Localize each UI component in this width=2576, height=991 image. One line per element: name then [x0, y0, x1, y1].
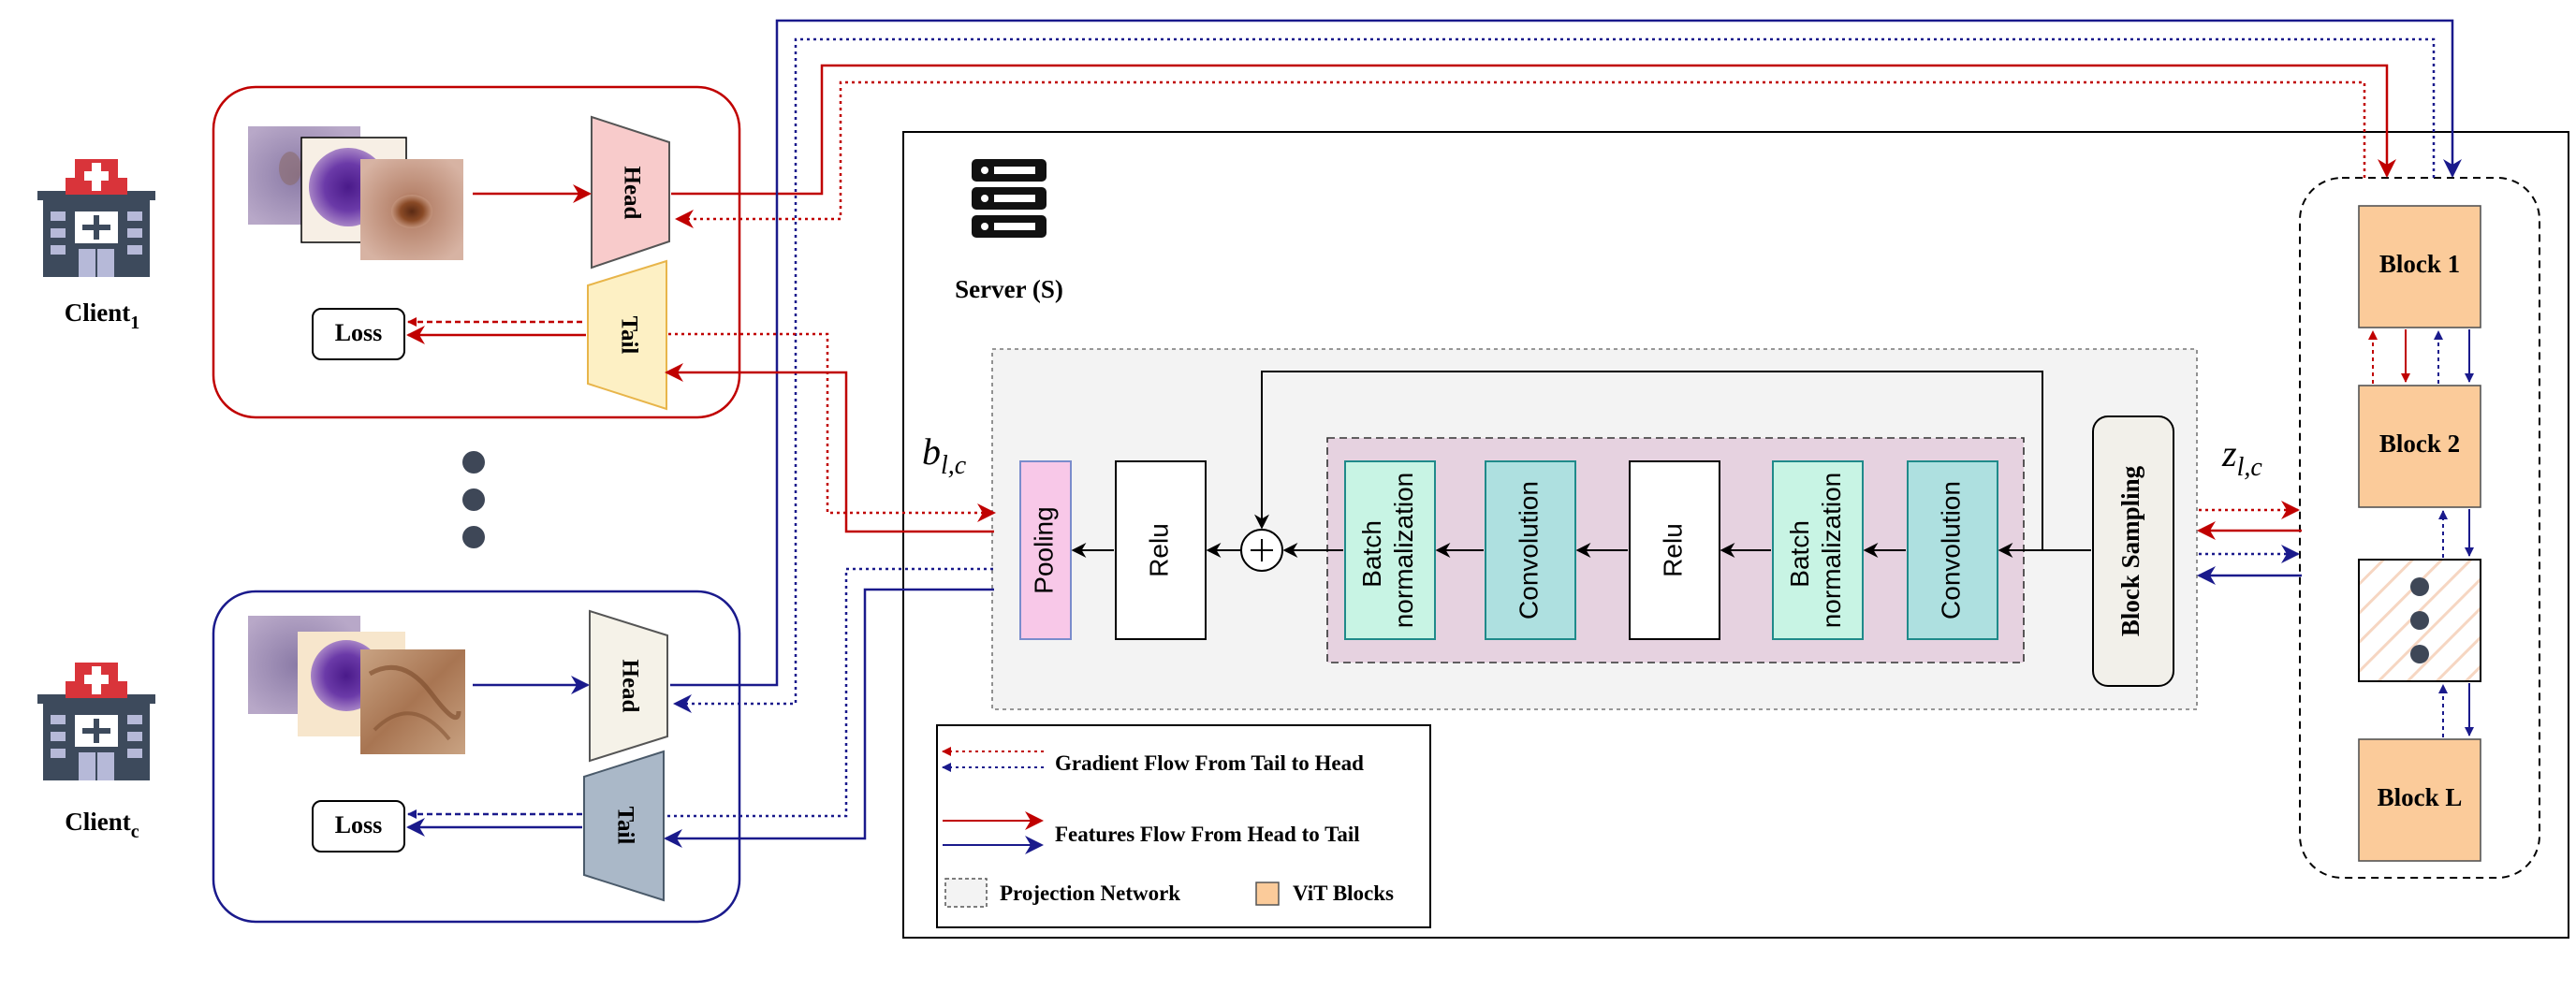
server-boundary — [902, 131, 2569, 939]
legend-projection-label: Projection Network — [1000, 882, 1180, 905]
batchnorm-1-line1: Batch — [1785, 520, 1814, 588]
pooling-layer: Pooling — [1019, 460, 1072, 640]
batchnorm-2-line1: Batch — [1357, 520, 1386, 588]
client-c-tail-label: Tail — [612, 807, 637, 845]
output-symbol: zl,c — [2221, 432, 2262, 482]
pooling-label: Pooling — [1029, 506, 1058, 593]
hospital-icon-client-1 — [37, 159, 155, 277]
relu-mid-label: Relu — [1658, 523, 1687, 577]
clients-ellipsis — [462, 451, 485, 548]
client-c-local-arrows — [406, 676, 590, 837]
conv-2-label: Convolution — [1514, 481, 1543, 619]
client-1-label: Client1 — [65, 299, 140, 333]
client-c-label: Clientc — [65, 808, 139, 842]
relu-out-label: Relu — [1144, 523, 1173, 577]
flow-connectors — [664, 19, 2462, 848]
hospital-icon-client-c — [37, 663, 155, 780]
legend-vit-label: ViT Blocks — [1293, 882, 1394, 905]
legend-gradient-label: Gradient Flow From Tail to Head — [1055, 751, 1364, 775]
relu-out-layer: Relu — [1115, 460, 1207, 640]
svg-text:Batch normalization: Batch normalization — [1357, 473, 1418, 629]
relu-mid-layer: Relu — [1629, 460, 1720, 640]
client-c-images — [248, 616, 465, 754]
conv-1-layer: Convolution — [1907, 460, 1998, 640]
svg-text:Block L: Block L — [2378, 783, 2463, 811]
input-symbol: bl,c — [922, 430, 967, 480]
client-c-tail: Tail — [583, 750, 665, 902]
svg-text:Block 1: Block 1 — [2379, 250, 2460, 278]
vit-inter-block-arrows — [2368, 329, 2474, 737]
batchnorm-2-line2: normalization — [1389, 473, 1418, 629]
block-sampling-label: Block Sampling — [2116, 465, 2144, 636]
svg-text:Batch normalization: Batch normalization — [1785, 473, 1846, 629]
legend-features-entry — [943, 811, 1044, 854]
svg-text:Loss: Loss — [335, 319, 383, 346]
server-label: Server (S) — [955, 275, 1063, 303]
legend-box — [936, 724, 1431, 928]
vit-block-2: Block 2 — [2358, 385, 2481, 508]
svg-text:Block 2: Block 2 — [2379, 430, 2460, 458]
client-1-tail: Tail — [587, 259, 667, 411]
vit-block-1: Block 1 — [2358, 205, 2481, 328]
batchnorm-2-layer: Batch normalization — [1344, 460, 1436, 640]
client-c-head-label: Head — [617, 660, 642, 713]
client-c-head: Head — [589, 609, 668, 763]
vit-block-L: Block L — [2358, 738, 2481, 862]
client-1-local-arrows — [406, 184, 592, 344]
client-1-tail-label: Tail — [616, 316, 641, 355]
client-1-box — [212, 85, 741, 419]
conv-2-layer: Convolution — [1485, 460, 1576, 640]
svg-text:Loss: Loss — [335, 811, 383, 838]
sum-node — [1240, 529, 1283, 572]
client-1-head-label: Head — [619, 167, 644, 220]
legend-projection-swatch — [944, 878, 988, 908]
client-c-loss: Loss — [312, 800, 405, 853]
client-1-images — [248, 126, 463, 260]
internal-flow-arrows — [1071, 371, 2091, 558]
legend-vit-swatch — [1255, 882, 1280, 906]
vit-block-ellipsis — [2358, 559, 2481, 682]
batchnorm-1-layer: Batch normalization — [1772, 460, 1864, 640]
vit-blocks-region — [2299, 177, 2540, 879]
client-1-loss: Loss — [312, 308, 405, 360]
client-1-head: Head — [591, 115, 670, 270]
block-sampling: Block Sampling — [2092, 415, 2174, 687]
batchnorm-1-line2: normalization — [1817, 473, 1846, 629]
conv-1-label: Convolution — [1936, 481, 1965, 619]
client-c-box — [212, 590, 741, 924]
legend-features-label: Features Flow From Head to Tail — [1055, 823, 1360, 846]
server-icon — [972, 159, 1046, 238]
